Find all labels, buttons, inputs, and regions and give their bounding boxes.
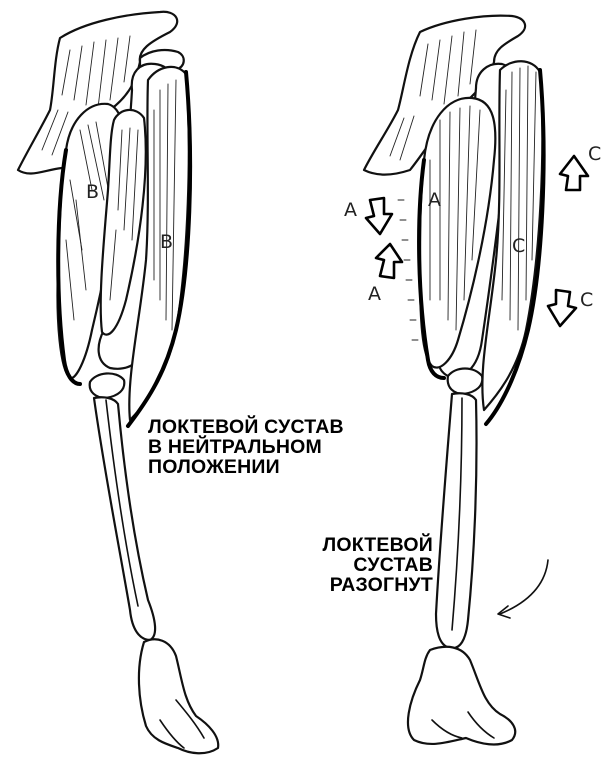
caption-extended-line-2: СУСТАВ — [300, 555, 433, 575]
right-arm-drawing — [364, 16, 548, 745]
arrow-down-c-icon — [548, 290, 576, 326]
caption-neutral-line-1: ЛОКТЕВОЙ СУСТАВ — [148, 417, 344, 437]
caption-neutral-line-2: В НЕЙТРАЛЬНОМ — [148, 437, 344, 457]
left-forearm — [94, 397, 155, 640]
left-hand — [139, 639, 218, 753]
caption-extended-elbow: ЛОКТЕВОЙ СУСТАВ РАЗОГНУТ — [300, 535, 433, 595]
right-elbow — [448, 369, 483, 395]
left-elbow — [90, 373, 125, 398]
arrow-up-c-icon — [560, 156, 588, 190]
right-hand — [408, 647, 515, 745]
label-c-muscle: C — [512, 235, 525, 257]
right-forearm — [436, 393, 477, 648]
label-b-lower: B — [160, 231, 173, 253]
caption-neutral-elbow: ЛОКТЕВОЙ СУСТАВ В НЕЙТРАЛЬНОМ ПОЛОЖЕНИИ — [148, 417, 344, 477]
arrow-down-a-icon — [366, 198, 392, 234]
arrow-up-a-icon — [376, 244, 402, 278]
caption-extended-line-3: РАЗОГНУТ — [300, 575, 433, 595]
label-b-upper: B — [86, 181, 99, 203]
label-c-arrow-bottom: C — [580, 289, 593, 311]
caption-neutral-line-3: ПОЛОЖЕНИИ — [148, 457, 344, 477]
caption-extended-line-1: ЛОКТЕВОЙ — [300, 535, 433, 555]
label-c-arrow-top: C — [588, 143, 601, 165]
label-a-arrow-top: A — [344, 199, 357, 221]
label-a-muscle: A — [428, 189, 441, 211]
label-a-arrow-bottom: A — [368, 283, 381, 305]
left-arm-drawing — [18, 12, 218, 753]
